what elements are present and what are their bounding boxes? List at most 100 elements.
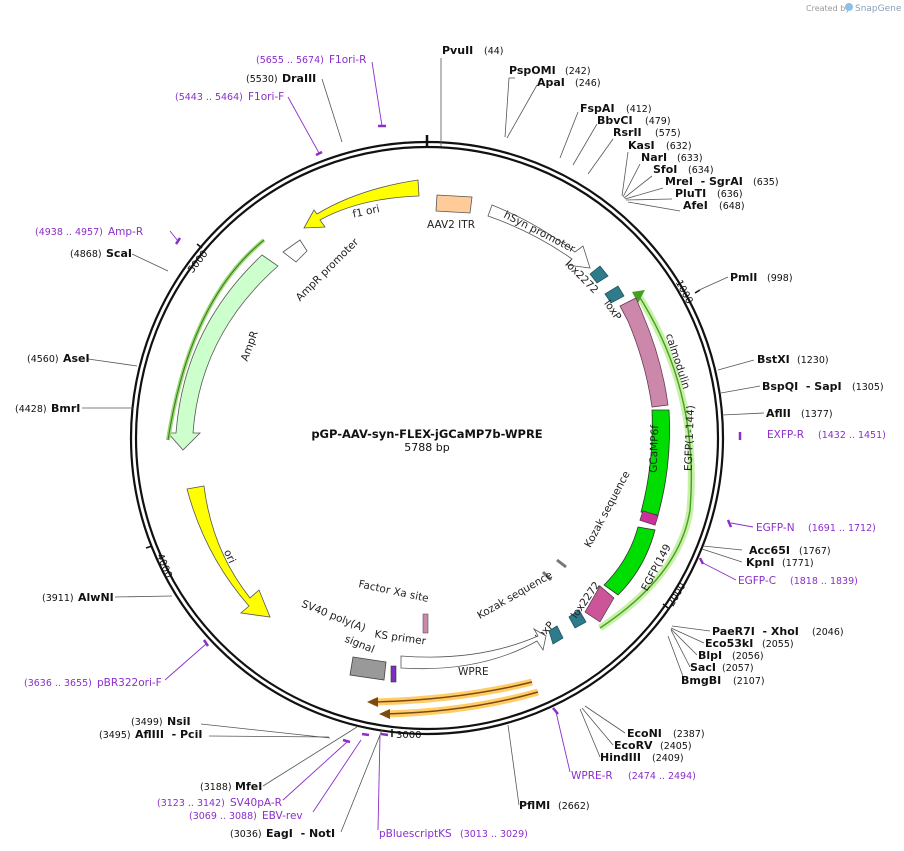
primer-leader-pbr322ori-f — [164, 643, 207, 681]
primer-f1ori-r-pos: (5655 .. 5674) — [256, 55, 324, 66]
primer-f1ori-r: F1ori-R — [329, 54, 366, 66]
primer-ebv-rev: EBV-rev — [262, 810, 303, 822]
feature-kozak-a-mark — [556, 558, 567, 569]
feature-aav2-itr — [435, 194, 473, 214]
leader-rsrii — [587, 138, 614, 175]
leader-hindiii — [579, 708, 601, 758]
feature-gcamp-arc — [599, 292, 693, 629]
site-mfei-pos: (3188) — [200, 782, 232, 793]
primer-exfp-r: EXFP-R — [767, 429, 804, 441]
feature-ori — [186, 485, 271, 618]
sites: PvuII (44) PspOMI (242) ApaI (246) FspAI… — [15, 44, 884, 840]
site-hindiii: HindIII — [600, 751, 641, 764]
tick-label-1000: 1000 — [673, 278, 695, 306]
site-saci: SacI — [690, 661, 716, 674]
credit-prefix: Created by — [806, 4, 850, 13]
site-pflmi-pos: (2662) — [558, 801, 590, 812]
primer-mark-ebv-rev — [361, 732, 370, 737]
leader-bbvci — [572, 123, 598, 166]
feature-ampr-label: AmpR — [239, 329, 261, 363]
site-scai-pos: (4868) — [70, 249, 102, 260]
site-kpni-pos: (1771) — [782, 558, 814, 569]
site-pspomi-pos: (242) — [565, 66, 591, 77]
primer-egfp-n: EGFP-N — [756, 522, 795, 534]
center-info: pGP-AAV-syn-FLEX-jGCaMP7b-WPRE 5788 bp — [311, 427, 542, 454]
leader-eagi — [340, 729, 383, 833]
site-rsrii-pos: (575) — [655, 128, 681, 139]
leader-fspai — [559, 111, 579, 159]
feature-lox2272-top — [589, 265, 609, 284]
primer-mark-f1ori-f — [315, 150, 323, 157]
leader-bspqi — [720, 385, 761, 394]
credit-brand: SnapGene — [855, 4, 902, 14]
leader-kasi — [621, 151, 629, 197]
feature-gcamp6f-label: GCaMP6f — [648, 425, 662, 473]
leader-nsii — [200, 723, 331, 739]
leader-eco53ki — [670, 627, 705, 644]
site-acc65i: Acc65I — [749, 544, 790, 557]
site-eagi-noti: EagI - NotI — [266, 827, 335, 840]
site-pvuii-pos: (44) — [484, 46, 504, 57]
site-bspqi-sapi: BspQI - SapI — [762, 380, 842, 393]
primer-leader-pbluescriptks — [377, 734, 381, 831]
feature-ampr — [167, 254, 279, 451]
site-aflii: AflII — [766, 407, 791, 420]
primer-mark-egfp-c — [698, 557, 705, 565]
feature-ampr-highlight-line — [167, 239, 265, 441]
feature-sv40-label-1: SV40 poly(A) — [300, 598, 368, 635]
feature-gcamp-arrowhead — [632, 290, 645, 303]
primer-leader-f1ori-r — [371, 61, 383, 127]
leader-paer7i — [671, 625, 711, 632]
leader-apai — [506, 84, 538, 139]
primer-sv40pa-r-pos: (3123 .. 3142) — [157, 798, 225, 809]
site-pmli-pos: (998) — [767, 273, 793, 284]
site-pvuii: PvuII — [442, 44, 473, 57]
site-mrei-sgrai: MreI - SgrAI — [665, 175, 743, 188]
feature-aav2-itr-label: AAV2 ITR — [427, 219, 475, 231]
site-nari-pos: (633) — [677, 153, 703, 164]
feature-tail-block — [584, 585, 615, 623]
feature-ori-label: ori — [221, 548, 238, 565]
leader-pmli — [696, 276, 729, 292]
primer-f1ori-f: F1ori-F — [248, 91, 284, 103]
site-aflii-pos: (1377) — [801, 409, 833, 420]
tick-mark-1000 — [694, 289, 701, 294]
site-sfoi-pos: (634) — [688, 165, 714, 176]
leader-acc65i — [702, 545, 743, 551]
leader-blpi — [670, 628, 698, 656]
site-draiii-pos: (5530) — [246, 74, 278, 85]
site-ecorv-pos: (2405) — [660, 741, 692, 752]
feature-factor-xa-label: Factor Xa site — [357, 578, 429, 605]
primer-f1ori-f-pos: (5443 .. 5464) — [175, 92, 243, 103]
leader-afei — [627, 201, 681, 212]
site-bstxi-pos: (1230) — [797, 355, 829, 366]
site-mfei: MfeI — [235, 780, 262, 793]
feature-loxp-top-label: loxP — [601, 298, 623, 323]
feature-lox2272-bottom — [568, 609, 587, 629]
site-bspqi-sapi-pos: (1305) — [852, 382, 884, 393]
site-nari: NarI — [641, 151, 667, 164]
primer-mark-egfp-n — [726, 519, 733, 528]
snapgene-logo-icon — [845, 3, 853, 11]
leader-nari — [622, 163, 641, 198]
tick-label-2000: 2000 — [666, 581, 688, 609]
site-pluti-pos: (636) — [717, 189, 743, 200]
tick-mark-2000 — [662, 603, 669, 609]
primer-leader-f1ori-f — [287, 96, 320, 154]
site-alwni-pos: (3911) — [42, 593, 74, 604]
site-afei: AfeI — [683, 199, 708, 212]
primer-mark-sv40pa-r — [342, 738, 351, 744]
feature-kozak-b-mark — [541, 570, 553, 582]
leader-alwni — [114, 595, 173, 598]
feature-f1-ori-label: f1 ori — [351, 203, 380, 220]
feature-calmodulin — [619, 297, 669, 408]
feature-loxp-bottom — [548, 625, 564, 645]
feature-egfp-149 — [603, 526, 656, 596]
site-pflmi: PflMI — [519, 799, 550, 812]
leader-pspomi — [504, 77, 515, 138]
feature-egfp-1-144-label: EGFP(1-144) — [683, 405, 697, 471]
site-bmri-pos: (4428) — [15, 404, 47, 415]
primer-amp-r: Amp-R — [108, 226, 143, 238]
primer-leader-amp-r — [169, 230, 179, 242]
primer-leader-sv40pa-r — [282, 741, 348, 801]
